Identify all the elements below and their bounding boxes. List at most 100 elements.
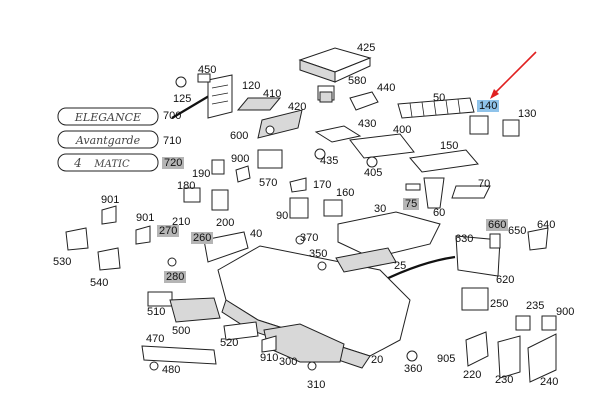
part-405 <box>366 156 378 168</box>
part-label-435: 435 <box>320 155 339 167</box>
part-label-480: 480 <box>162 364 181 376</box>
part-label-700: 700 <box>163 110 182 122</box>
arrow-120 <box>171 92 215 119</box>
part-label-540: 540 <box>90 277 109 289</box>
part-901-left <box>101 205 117 225</box>
part-label-520: 520 <box>220 337 239 349</box>
part-label-350: 350 <box>309 248 328 260</box>
part-label-70: 70 <box>478 178 491 190</box>
part-470 <box>141 345 217 365</box>
part-435 <box>314 148 326 160</box>
part-901-mid <box>135 225 151 245</box>
part-label-470: 470 <box>146 333 165 345</box>
part-label-75: 75 <box>403 198 420 210</box>
part-label-50: 50 <box>433 92 446 104</box>
part-label-250: 250 <box>490 298 509 310</box>
part-label-140: 140 <box>477 100 500 112</box>
part-label-300: 300 <box>279 356 298 368</box>
part-120 <box>207 74 233 119</box>
part-label-270: 270 <box>157 225 180 237</box>
part-label-420: 420 <box>288 101 307 113</box>
part-label-905: 905 <box>437 353 456 365</box>
part-900-right <box>541 315 557 331</box>
part-600 <box>265 125 275 135</box>
part-label-405: 405 <box>364 167 383 179</box>
part-label-900-right: 900 <box>556 306 575 318</box>
avantgarde-badge: Avantgarde <box>57 130 159 149</box>
svg-text:4: 4 <box>73 156 82 170</box>
part-200 <box>211 189 229 211</box>
part-label-400: 400 <box>393 124 412 136</box>
part-label-440: 440 <box>377 82 396 94</box>
red-arrow <box>491 51 537 97</box>
part-510 <box>147 291 173 307</box>
part-125 <box>175 76 187 88</box>
part-label-25: 25 <box>394 260 407 272</box>
part-130 <box>502 119 520 137</box>
red-arrow-head <box>490 89 499 99</box>
part-label-530: 530 <box>53 256 72 268</box>
part-label-910: 910 <box>260 352 279 364</box>
part-label-40: 40 <box>250 228 263 240</box>
part-370 <box>295 235 305 245</box>
part-label-130: 130 <box>518 108 537 120</box>
part-label-410: 410 <box>263 88 282 100</box>
part-310 <box>307 361 317 371</box>
part-label-640: 640 <box>537 219 556 231</box>
part-label-235: 235 <box>526 300 545 312</box>
part-label-210: 210 <box>172 216 191 228</box>
part-label-230: 230 <box>495 374 514 386</box>
part-label-20: 20 <box>371 354 384 366</box>
part-660 <box>489 233 501 249</box>
part-label-150: 150 <box>440 140 459 152</box>
part-480 <box>149 361 159 371</box>
part-170 <box>289 177 307 193</box>
part-90 <box>289 197 309 219</box>
elegance-badge: ELEGANCE <box>57 107 159 126</box>
part-label-720: 720 <box>162 157 185 169</box>
part-180 <box>183 187 201 203</box>
part-360 <box>406 350 418 362</box>
part-540 <box>97 247 121 271</box>
part-label-260: 260 <box>191 232 214 244</box>
part-label-510: 510 <box>147 306 166 318</box>
part-label-901-left: 901 <box>101 194 120 206</box>
part-400 <box>349 133 415 159</box>
part-label-570: 570 <box>259 177 278 189</box>
part-label-280: 280 <box>164 271 187 283</box>
part-label-425: 425 <box>357 42 376 54</box>
part-label-240: 240 <box>540 376 559 388</box>
part-60 <box>423 177 445 209</box>
part-label-450: 450 <box>198 64 217 76</box>
part-160 <box>323 199 343 217</box>
part-30 <box>337 211 441 259</box>
part-580 <box>317 85 335 103</box>
part-40 <box>203 231 249 263</box>
part-70 <box>451 185 491 199</box>
part-label-630: 630 <box>455 233 474 245</box>
part-410 <box>236 97 282 111</box>
part-240 <box>527 333 557 383</box>
part-label-310: 310 <box>307 379 326 391</box>
part-230 <box>497 335 521 379</box>
part-250 <box>461 287 489 311</box>
part-620 <box>455 235 501 277</box>
svg-text:ELEGANCE: ELEGANCE <box>74 111 141 124</box>
part-425 <box>298 47 372 83</box>
part-350 <box>317 261 327 271</box>
part-label-190: 190 <box>192 168 211 180</box>
part-450 <box>197 73 211 83</box>
part-label-125: 125 <box>173 93 192 105</box>
part-570 <box>257 149 283 169</box>
part-label-180: 180 <box>177 180 196 192</box>
part-label-220: 220 <box>463 369 482 381</box>
part-label-170: 170 <box>313 179 332 191</box>
part-910 <box>261 335 277 353</box>
part-75 <box>405 183 421 191</box>
part-190 <box>211 159 225 175</box>
part-label-710: 710 <box>163 135 182 147</box>
part-label-620: 620 <box>496 274 515 286</box>
part-label-370: 370 <box>300 232 319 244</box>
